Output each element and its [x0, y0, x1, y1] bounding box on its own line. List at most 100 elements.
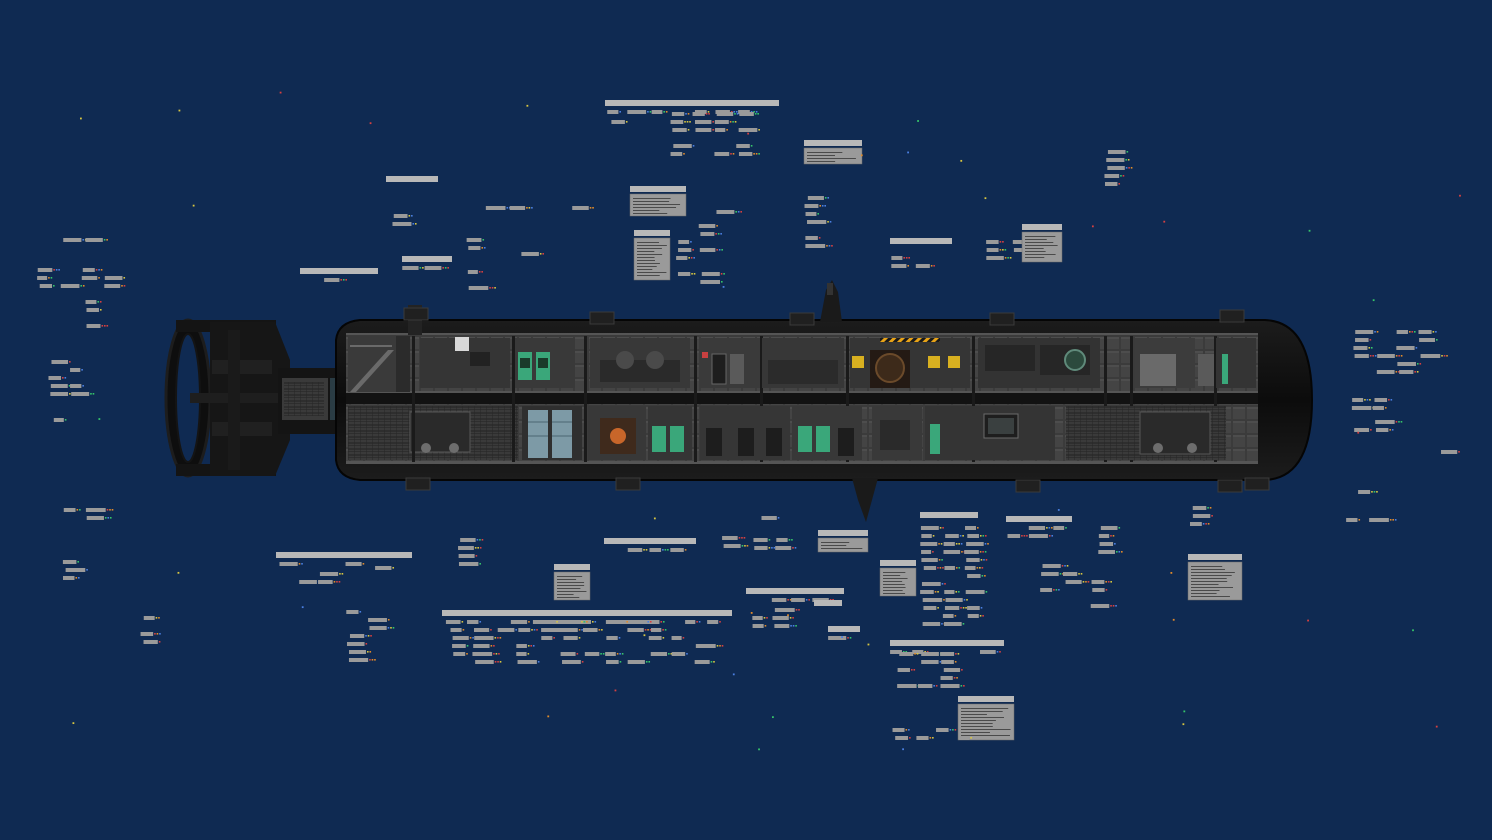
component-box[interactable] [944, 566, 955, 570]
wire-pin[interactable] [1021, 535, 1023, 537]
wire-pin[interactable] [298, 563, 301, 565]
component-box[interactable] [944, 590, 955, 594]
wire-pin[interactable] [750, 145, 753, 147]
component-box[interactable] [627, 628, 644, 632]
wire-pin[interactable] [600, 653, 602, 655]
wire-node[interactable] [1182, 723, 1185, 726]
wire-pin[interactable] [1419, 363, 1422, 365]
wire-pin[interactable] [753, 111, 755, 113]
wiring-cluster[interactable] [920, 526, 989, 626]
wire-pin[interactable] [578, 637, 581, 639]
component-box[interactable] [37, 276, 48, 280]
wire-pin[interactable] [788, 539, 791, 541]
wire-pin[interactable] [789, 599, 792, 601]
wire-pin[interactable] [1374, 355, 1377, 357]
wire-pin[interactable] [943, 599, 945, 601]
wire-node[interactable] [722, 286, 725, 288]
wire-pin[interactable] [1061, 565, 1064, 567]
wire-pin[interactable] [1107, 581, 1110, 583]
wire-pin[interactable] [662, 637, 665, 639]
component-box[interactable] [458, 554, 475, 558]
component-box[interactable] [1420, 354, 1441, 358]
wire-pin[interactable] [1389, 519, 1392, 521]
component-box[interactable] [965, 526, 977, 530]
wire-pin[interactable] [730, 153, 732, 155]
wire-pin[interactable] [792, 547, 794, 549]
component-box[interactable] [575, 620, 591, 624]
wire-pin[interactable] [366, 651, 369, 653]
wire-node[interactable] [841, 636, 844, 638]
wire-pin[interactable] [693, 257, 696, 259]
wire-pin[interactable] [553, 637, 555, 639]
wire-pin[interactable] [966, 599, 968, 601]
wire-pin[interactable] [493, 653, 495, 655]
wiring-cluster[interactable] [746, 588, 844, 602]
component-box[interactable] [518, 628, 531, 632]
wire-pin[interactable] [1115, 605, 1117, 607]
wire-pin[interactable] [708, 113, 710, 115]
component-box[interactable] [392, 222, 412, 226]
wire-node[interactable] [1307, 619, 1309, 622]
wire-pin[interactable] [1211, 515, 1213, 517]
wire-pin[interactable] [86, 569, 88, 571]
wire-pin[interactable] [981, 567, 984, 569]
wire-pin[interactable] [960, 685, 963, 687]
wire-pin[interactable] [301, 563, 303, 565]
wiring-cluster[interactable] [986, 240, 1012, 260]
wire-node[interactable] [747, 132, 750, 135]
component-box[interactable] [678, 248, 692, 252]
component-box[interactable] [716, 112, 734, 116]
wiring-cluster[interactable] [1090, 580, 1117, 608]
wire-pin[interactable] [77, 577, 80, 579]
component-box[interactable] [60, 284, 80, 288]
wire-pin[interactable] [1128, 167, 1130, 169]
component-box[interactable] [606, 660, 619, 664]
wiring-cluster[interactable] [140, 616, 161, 644]
wire-node[interactable] [72, 722, 75, 725]
wire-pin[interactable] [1398, 421, 1400, 423]
wire-pin[interactable] [1066, 565, 1069, 567]
wire-pin[interactable] [712, 121, 714, 123]
armory[interactable] [648, 406, 692, 460]
wire-pin[interactable] [53, 269, 55, 271]
wire-pin[interactable] [829, 221, 832, 223]
component-box[interactable] [966, 542, 984, 546]
wire-pin[interactable] [99, 309, 102, 311]
wire-pin[interactable] [984, 535, 987, 537]
wire-pin[interactable] [371, 659, 374, 661]
wire-pin[interactable] [976, 567, 979, 569]
wire-pin[interactable] [663, 111, 665, 113]
wire-pin[interactable] [1085, 581, 1087, 583]
wire-pin[interactable] [685, 113, 687, 115]
component-box[interactable] [541, 628, 561, 632]
wiring-cluster[interactable] [521, 252, 545, 256]
panel-header[interactable] [828, 626, 860, 632]
wire-pin[interactable] [705, 113, 708, 115]
wire-pin[interactable] [985, 559, 988, 561]
wire-pin[interactable] [764, 625, 767, 627]
wire-pin[interactable] [362, 563, 365, 565]
electrical-room[interactable] [872, 406, 922, 460]
wire-pin[interactable] [729, 121, 732, 123]
wire-pin[interactable] [515, 629, 517, 631]
wire-pin[interactable] [1112, 605, 1115, 607]
wire-pin[interactable] [935, 685, 938, 687]
component-box[interactable] [921, 582, 941, 586]
component-box[interactable] [738, 152, 753, 156]
wire-pin[interactable] [581, 629, 583, 631]
wire-pin[interactable] [489, 287, 491, 289]
hardpoint[interactable] [989, 312, 1015, 326]
wire-pin[interactable] [1110, 535, 1112, 537]
wire-pin[interactable] [341, 573, 344, 575]
wire-pin[interactable] [466, 653, 468, 655]
wire-pin[interactable] [961, 669, 963, 671]
wire-pin[interactable] [602, 653, 605, 655]
component-box[interactable] [707, 620, 719, 624]
wire-pin[interactable] [753, 153, 755, 155]
wire-pin[interactable] [95, 269, 98, 271]
panel-header[interactable] [818, 530, 868, 536]
component-box[interactable] [85, 300, 97, 304]
wire-pin[interactable] [481, 271, 483, 273]
wire-pin[interactable] [954, 615, 957, 617]
component-box[interactable] [967, 574, 981, 578]
